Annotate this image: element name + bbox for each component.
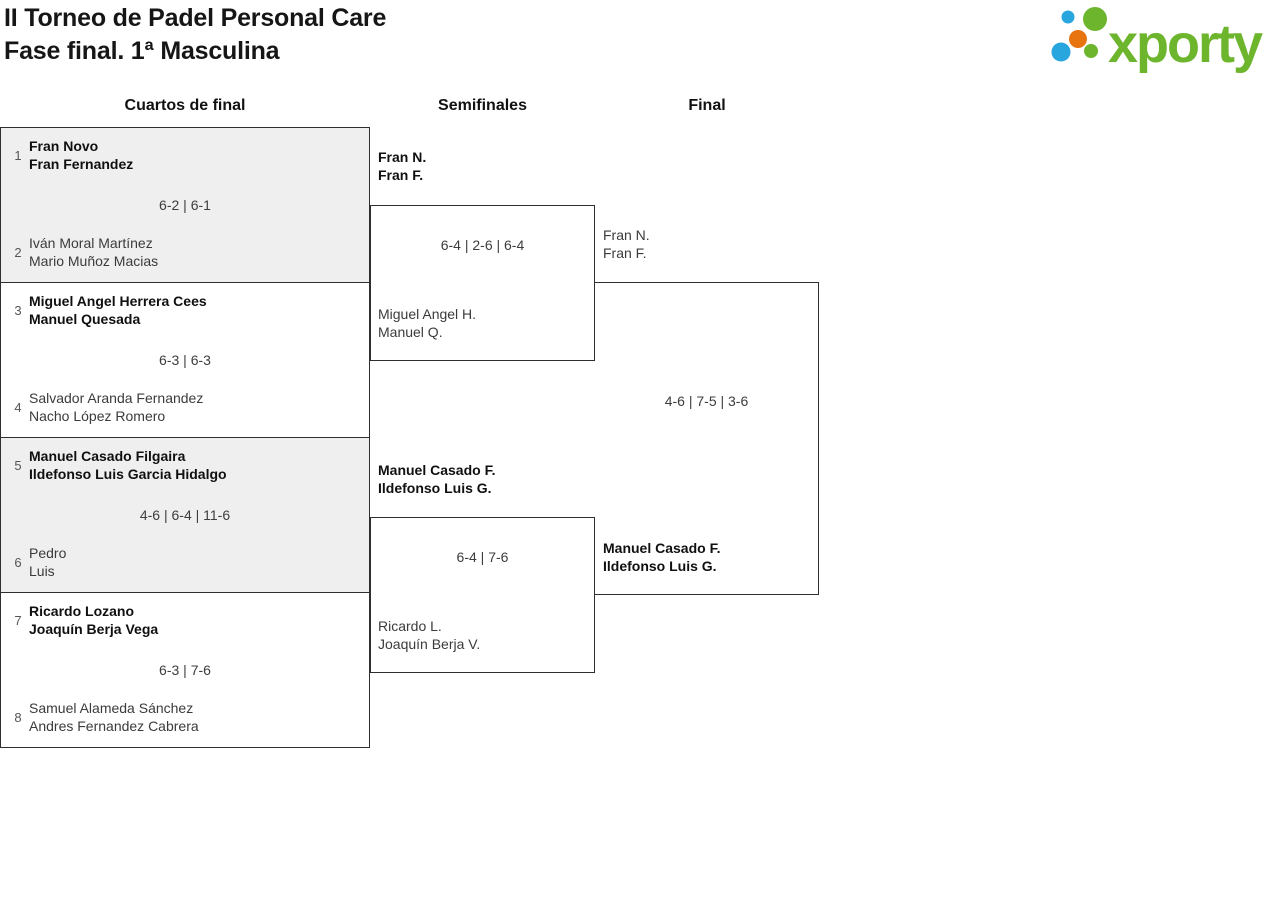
qf-match-4: 7 Ricardo Lozano Joaquín Berja Vega 6-3 … bbox=[0, 592, 370, 748]
player-name: Mario Muñoz Macias bbox=[29, 253, 159, 269]
team-names: Samuel Alameda Sánchez Andres Fernandez … bbox=[29, 699, 199, 735]
team-entry: 3 Miguel Angel Herrera Cees Manuel Quesa… bbox=[9, 292, 207, 328]
player-name: Ildefonso Luis Garcia Hidalgo bbox=[29, 466, 227, 482]
match-score: 4-6 | 7-5 | 3-6 bbox=[664, 393, 749, 409]
seed-number: 2 bbox=[14, 244, 22, 260]
logo-dot-blue-large-icon bbox=[1051, 42, 1071, 62]
round-header-quarterfinals: Cuartos de final bbox=[124, 97, 246, 114]
player-name: Salvador Aranda Fernandez bbox=[29, 390, 204, 406]
player-name: Ricardo Lozano bbox=[29, 603, 135, 619]
logo-dot-green-large-icon bbox=[1083, 7, 1107, 31]
match-score: 6-3 | 7-6 bbox=[159, 662, 211, 678]
player-name: Manuel Quesada bbox=[29, 311, 141, 327]
logo-dot-blue-small-icon bbox=[1061, 10, 1075, 24]
team-entry: 8 Samuel Alameda Sánchez Andres Fernande… bbox=[9, 699, 199, 735]
seed-number: 1 bbox=[14, 147, 22, 163]
player-name: Manuel Casado F. bbox=[378, 462, 496, 478]
logo-dot-orange-icon bbox=[1069, 30, 1087, 48]
player-name: Samuel Alameda Sánchez bbox=[29, 700, 194, 716]
logo-dot-green-small-icon bbox=[1084, 44, 1098, 58]
player-name: Andres Fernandez Cabrera bbox=[29, 718, 199, 734]
player-name: Fran F. bbox=[603, 245, 647, 261]
final-match: 4-6 | 7-5 | 3-6 bbox=[595, 282, 819, 595]
team-names: Manuel Casado Filgaira Ildefonso Luis Ga… bbox=[29, 447, 227, 483]
seed-number: 4 bbox=[14, 399, 22, 415]
phase-category: Fase final. 1ª Masculina bbox=[4, 37, 280, 65]
player-name: Pedro bbox=[29, 545, 67, 561]
seed-number: 7 bbox=[14, 612, 22, 628]
final-team-top: Fran N. Fran F. bbox=[603, 226, 650, 262]
player-name: Ildefonso Luis G. bbox=[378, 480, 492, 496]
team-names: Ricardo Lozano Joaquín Berja Vega bbox=[29, 602, 158, 638]
team-entry: 7 Ricardo Lozano Joaquín Berja Vega bbox=[9, 602, 158, 638]
sf2-team-top: Manuel Casado F. Ildefonso Luis G. bbox=[378, 461, 495, 497]
match-score: 6-2 | 6-1 bbox=[159, 197, 211, 213]
team-entry: 5 Manuel Casado Filgaira Ildefonso Luis … bbox=[9, 447, 227, 483]
round-header-semifinals: Semifinales bbox=[438, 97, 527, 114]
player-name: Manuel Casado Filgaira bbox=[29, 448, 186, 464]
seed-number: 6 bbox=[14, 554, 22, 570]
match-score: 6-3 | 6-3 bbox=[159, 352, 211, 368]
final-team-bottom: Manuel Casado F. Ildefonso Luis G. bbox=[603, 539, 720, 575]
team-entry: 1 Fran Novo Fran Fernandez bbox=[9, 137, 133, 173]
qf-match-3: 5 Manuel Casado Filgaira Ildefonso Luis … bbox=[0, 437, 370, 593]
seed-number: 5 bbox=[14, 457, 22, 473]
seed-number: 3 bbox=[14, 302, 22, 318]
player-name: Ildefonso Luis G. bbox=[603, 558, 717, 574]
player-name: Fran Novo bbox=[29, 138, 99, 154]
sf-match-1: 6-4 | 2-6 | 6-4 bbox=[370, 205, 595, 361]
team-names: Miguel Angel Herrera Cees Manuel Quesada bbox=[29, 292, 207, 328]
round-header-final: Final bbox=[688, 97, 726, 114]
sf-match-2: 6-4 | 7-6 bbox=[370, 517, 595, 673]
player-name: Luis bbox=[29, 563, 55, 579]
xporty-logo: xporty bbox=[1051, 7, 1265, 74]
qf-match-1: 1 Fran Novo Fran Fernandez 6-2 | 6-1 2 I… bbox=[0, 127, 370, 283]
team-names: Fran Novo Fran Fernandez bbox=[29, 137, 133, 173]
player-name: Fran N. bbox=[378, 149, 427, 165]
player-name: Nacho López Romero bbox=[29, 408, 166, 424]
team-entry: 6 Pedro Luis bbox=[9, 544, 66, 580]
player-name: Joaquín Berja Vega bbox=[29, 621, 159, 637]
player-name: Manuel Casado F. bbox=[603, 540, 721, 556]
match-score: 6-4 | 2-6 | 6-4 bbox=[440, 237, 525, 253]
sf1-team-top: Fran N. Fran F. bbox=[378, 148, 426, 184]
logo-wordmark: xporty bbox=[1108, 14, 1263, 74]
match-score: 6-4 | 7-6 bbox=[456, 549, 509, 565]
player-name: Fran Fernandez bbox=[29, 156, 134, 172]
team-names: Pedro Luis bbox=[29, 544, 66, 580]
team-names: Iván Moral Martínez Mario Muñoz Macias bbox=[29, 234, 158, 270]
sf1-team-bottom: Miguel Angel H. Manuel Q. bbox=[378, 305, 476, 341]
player-name: Fran N. bbox=[603, 227, 650, 243]
sf2-team-bottom: Ricardo L. Joaquín Berja V. bbox=[378, 617, 480, 653]
team-entry: 4 Salvador Aranda Fernandez Nacho López … bbox=[9, 389, 203, 425]
player-name: Ricardo L. bbox=[378, 618, 442, 634]
player-name: Manuel Q. bbox=[378, 324, 443, 340]
team-names: Salvador Aranda Fernandez Nacho López Ro… bbox=[29, 389, 203, 425]
player-name: Miguel Angel H. bbox=[378, 306, 477, 322]
team-entry: 2 Iván Moral Martínez Mario Muñoz Macias bbox=[9, 234, 158, 270]
tournament-name: II Torneo de Padel Personal Care bbox=[4, 4, 387, 32]
match-score: 4-6 | 6-4 | 11-6 bbox=[139, 507, 231, 523]
player-name: Fran F. bbox=[378, 167, 424, 183]
seed-number: 8 bbox=[14, 709, 22, 725]
page-title: II Torneo de Padel Personal Care Fase fi… bbox=[4, 2, 386, 68]
player-name: Miguel Angel Herrera Cees bbox=[29, 293, 207, 309]
qf-match-2: 3 Miguel Angel Herrera Cees Manuel Quesa… bbox=[0, 282, 370, 438]
player-name: Iván Moral Martínez bbox=[29, 235, 153, 251]
player-name: Joaquín Berja V. bbox=[378, 636, 481, 652]
